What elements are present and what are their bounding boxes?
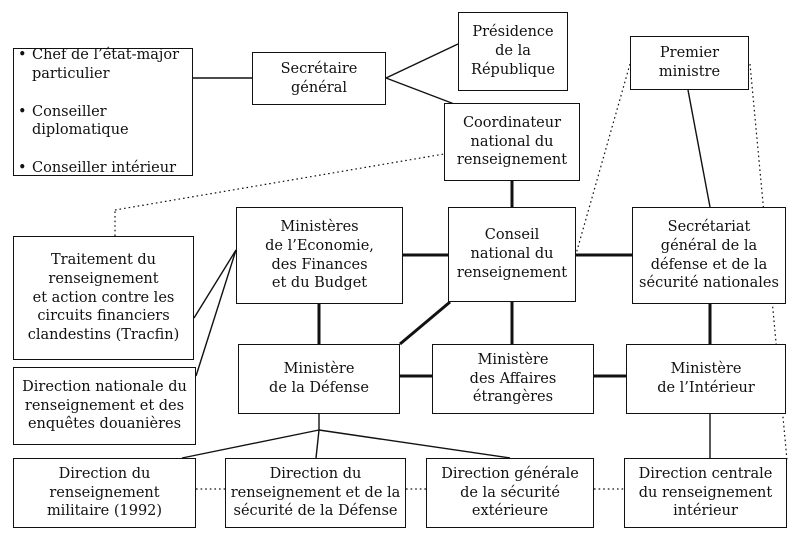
advisor-list: • Chef de l’état-major particulier • Conse… [18, 27, 179, 197]
advisor-item: • Chef de l’état-major particulier [18, 46, 179, 84]
link-economie-dnred [195, 249, 237, 377]
box-ministere-interieur: Ministère de l’Intérieur [626, 344, 786, 414]
box-tracfin: Traitement du renseignement et action co… [13, 236, 194, 360]
advisor-item: • Conseiller intérieur [18, 159, 179, 178]
box-presidence: Présidence de la République [458, 12, 568, 91]
bullet-mark: • [18, 103, 27, 120]
link-defense-drm [181, 429, 320, 459]
box-chef-list: • Chef de l’état-major particulier • Conse… [13, 47, 193, 176]
bullet-mark: • [18, 160, 27, 177]
box-coordinateur: Coordinateur national du renseignement [444, 103, 580, 181]
advisor-label: Chef de l’état-major particulier [32, 47, 180, 82]
box-ministeres-economie: Ministères de l’Economie, des Finances e… [236, 207, 403, 304]
link-secretaire-presidence [385, 43, 459, 79]
dotted-premier-conseil [575, 63, 631, 255]
box-drsd: Direction du renseignement et de la sécu… [225, 458, 406, 528]
link-defense-drsd [315, 429, 320, 459]
box-drm: Direction du renseignement militaire (19… [13, 458, 196, 528]
advisor-label: Conseiller intérieur [32, 160, 177, 177]
advisor-item: • Conseiller diplomatique [18, 103, 179, 141]
box-secretaire-general: Secrétaire général [252, 52, 386, 105]
bullet-mark: • [18, 47, 27, 64]
link-premier-sgdsn [687, 89, 711, 208]
link-defense-dgse [318, 429, 511, 459]
box-ministere-defense: Ministère de la Défense [238, 344, 400, 414]
dotted-tracfin-coordinateur-2 [114, 153, 445, 211]
box-premier-ministre: Premier ministre [630, 36, 749, 90]
box-sgdsn: Secrétariat général de la défense et de … [632, 207, 786, 304]
box-dnred: Direction nationale du renseignement et … [13, 367, 196, 445]
box-dcri: Direction centrale du renseignement inté… [624, 458, 787, 528]
link-economie-tracfin [193, 249, 237, 319]
box-dgse: Direction générale de la sécurité extéri… [426, 458, 594, 528]
advisor-label: Conseiller diplomatique [32, 103, 129, 139]
box-conseil-national: Conseil national du renseignement [448, 207, 576, 302]
box-ministere-affaires: Ministère des Affaires étrangères [432, 344, 594, 414]
link-conseil-defense [399, 300, 451, 346]
